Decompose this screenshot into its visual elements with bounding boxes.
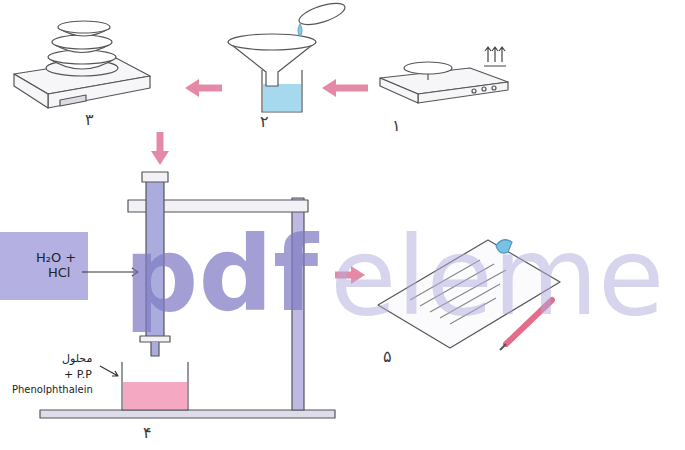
balance-right-part <box>482 87 486 91</box>
titration-stand-part <box>142 172 168 182</box>
notebook-paper-part <box>378 240 560 348</box>
notebook-paper-part <box>496 240 512 253</box>
funnel-beaker <box>228 0 347 112</box>
titration-stand-part <box>146 178 164 338</box>
balance-left <box>14 21 150 108</box>
watermark-square <box>0 232 88 300</box>
step-number: ۴ <box>143 423 152 442</box>
titration-stand-part <box>292 198 304 410</box>
balance-right <box>380 47 508 103</box>
balance-right-part <box>484 47 506 66</box>
step-figure: ۵ <box>365 225 565 373</box>
balance-left-part <box>14 74 48 108</box>
funnel-beaker-part <box>298 24 302 36</box>
flow-arrow <box>157 132 164 151</box>
solution-label: محلول <box>62 352 92 365</box>
titration-stand-part <box>122 362 188 410</box>
notebook-paper <box>378 240 560 350</box>
balance-right-part <box>380 78 418 103</box>
notebook-paper-part <box>506 300 552 344</box>
flow-arrow <box>199 85 222 92</box>
step-number: ۲ <box>260 112 269 131</box>
funnel-beaker-part <box>263 84 301 111</box>
balance-right-part <box>418 82 508 103</box>
balance-left-part <box>60 95 86 106</box>
titration-stand-part <box>151 342 159 356</box>
notebook-paper-part <box>410 260 506 324</box>
flow-arrow <box>335 272 351 279</box>
notebook-paper-part <box>500 344 506 350</box>
step-figure: ۴ <box>15 165 335 448</box>
balance-left-part <box>58 21 110 33</box>
reagent-label: HCl <box>48 265 70 281</box>
watermark: eleme <box>330 212 665 342</box>
funnel-beaker-part <box>297 0 348 29</box>
indicator-label: + P.P <box>64 368 92 381</box>
flow-arrow <box>336 85 368 92</box>
balance-left-part <box>48 76 150 108</box>
titration-stand-part <box>40 410 335 418</box>
titration-stand-part <box>100 366 118 376</box>
funnel-beaker-part <box>228 34 316 50</box>
indicator-label: Phenolphthalein <box>12 384 93 396</box>
step-number: ۱ <box>392 116 401 135</box>
balance-right-part <box>492 86 496 90</box>
watermark: pdf <box>124 212 318 337</box>
step-figure: ۲ <box>222 0 322 136</box>
titration-stand-part <box>123 382 187 410</box>
balance-left-part <box>52 35 112 49</box>
step-figure: ۱ <box>368 38 518 138</box>
reagent-label: H₂O + <box>36 250 76 266</box>
step-figure: ۳ <box>5 0 185 132</box>
step-number: ۳ <box>85 110 94 129</box>
titration-stand-part <box>140 336 170 342</box>
titration-stand-part <box>82 268 138 276</box>
step-number: ۵ <box>383 347 392 366</box>
balance-right-part <box>404 62 452 74</box>
titration-stand <box>40 172 335 418</box>
balance-right-part <box>472 89 476 93</box>
